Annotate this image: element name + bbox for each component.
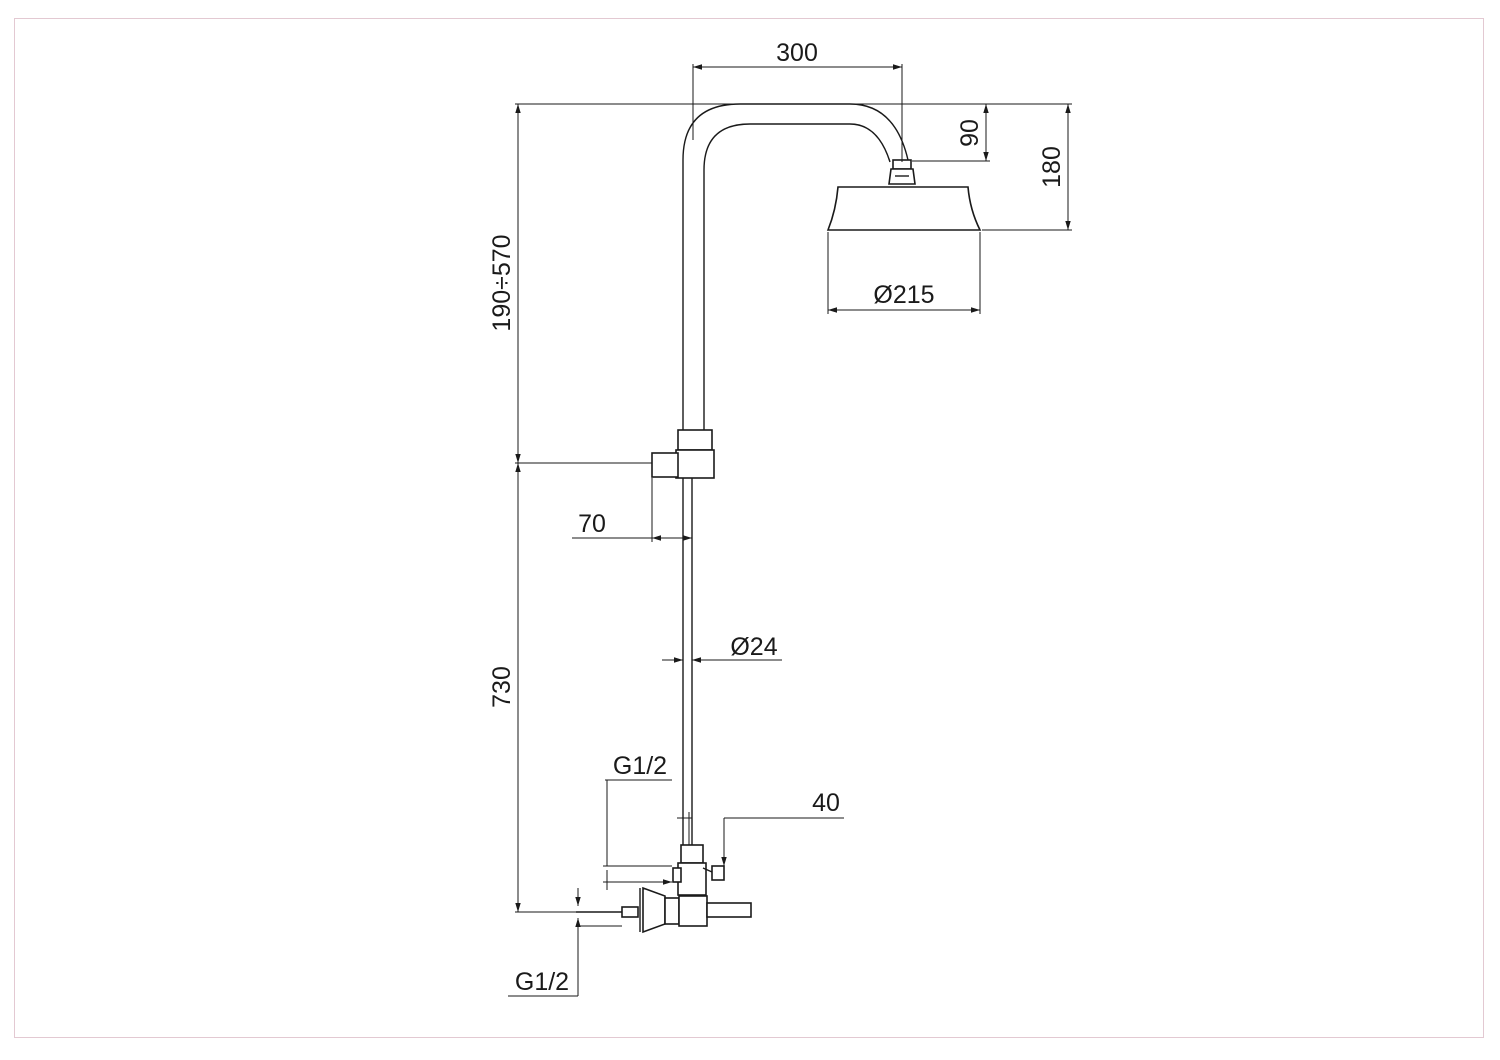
- dim-40-label: 40: [812, 789, 840, 817]
- dim-730-label: 730: [488, 666, 516, 708]
- dim-bar-height: 730: [488, 463, 578, 913]
- dim-g12-lower-label: G1/2: [515, 968, 569, 996]
- shower-head-connector: [888, 159, 916, 185]
- slider-block: [651, 429, 715, 479]
- drawing-frame: [14, 18, 1484, 1038]
- dim-inlet-upper: G1/2: [603, 752, 672, 890]
- dim-inlet-lower: G1/2: [508, 888, 622, 997]
- dim-head-total-height: 180: [982, 104, 1072, 231]
- dim-180-label: 180: [1038, 146, 1066, 188]
- dim-arm-length: 70: [572, 478, 693, 542]
- dim-24-label: Ø24: [730, 633, 777, 661]
- dim-70-label: 70: [578, 510, 606, 538]
- dim-head-offset: 300: [692, 39, 903, 162]
- dim-215-label: Ø215: [873, 281, 934, 309]
- shower-head: [826, 186, 982, 231]
- mixer-valve-assembly: [576, 844, 752, 934]
- dim-valve-offset: 40: [677, 789, 844, 866]
- dim-300-label: 300: [776, 39, 818, 67]
- dim-adjust-range: 190÷570: [488, 104, 652, 464]
- dim-g12-upper-label: G1/2: [613, 752, 667, 780]
- dim-190-570-label: 190÷570: [488, 234, 516, 331]
- dim-head-neck: 90: [912, 104, 990, 162]
- dim-pipe-diameter: Ø24: [662, 633, 782, 663]
- dim-90-label: 90: [956, 119, 984, 147]
- dim-head-diameter: Ø215: [827, 232, 981, 314]
